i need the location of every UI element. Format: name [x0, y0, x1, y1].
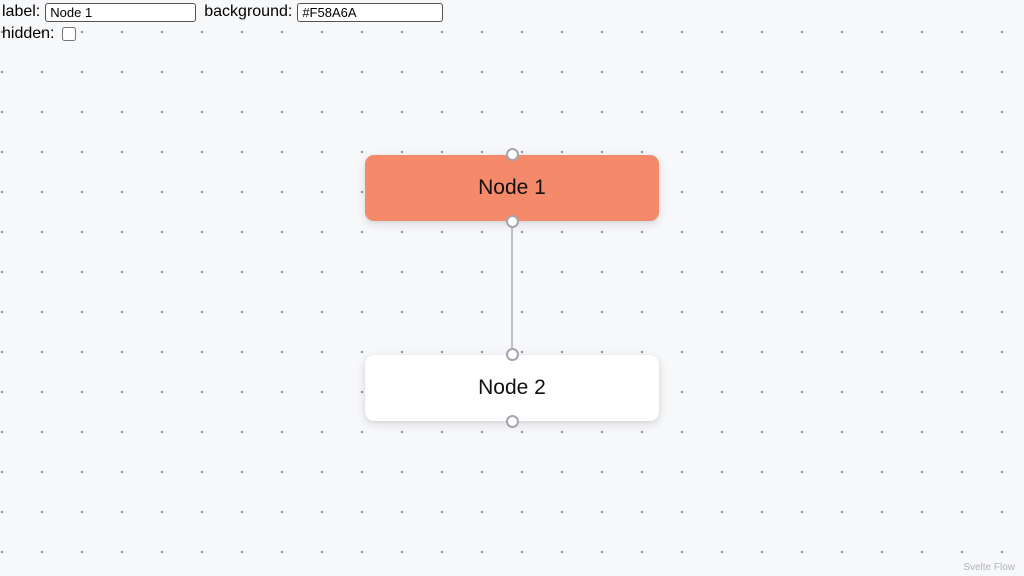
- node-1-source-handle[interactable]: [506, 215, 519, 228]
- node-2-target-handle[interactable]: [506, 348, 519, 361]
- background-input[interactable]: [297, 2, 444, 22]
- node-options-panel: label: background: hidden:: [2, 2, 444, 44]
- background-field-label: background:: [204, 3, 293, 20]
- svelte-flow-attribution[interactable]: Svelte Flow: [963, 562, 1015, 573]
- node-2-label: Node 2: [478, 376, 546, 399]
- node-2-source-handle[interactable]: [506, 415, 519, 428]
- flow-node-1[interactable]: Node 1: [365, 155, 659, 221]
- hidden-checkbox[interactable]: [61, 27, 76, 41]
- label-field-label: label:: [2, 3, 41, 20]
- node-1-label: Node 1: [478, 176, 546, 199]
- flow-node-2[interactable]: Node 2: [365, 355, 659, 421]
- node-1-target-handle[interactable]: [506, 148, 519, 161]
- hidden-field-label: hidden:: [2, 25, 55, 42]
- label-input[interactable]: [45, 2, 197, 22]
- hidden-row: hidden:: [2, 24, 443, 44]
- label-background-row: label: background:: [2, 2, 444, 22]
